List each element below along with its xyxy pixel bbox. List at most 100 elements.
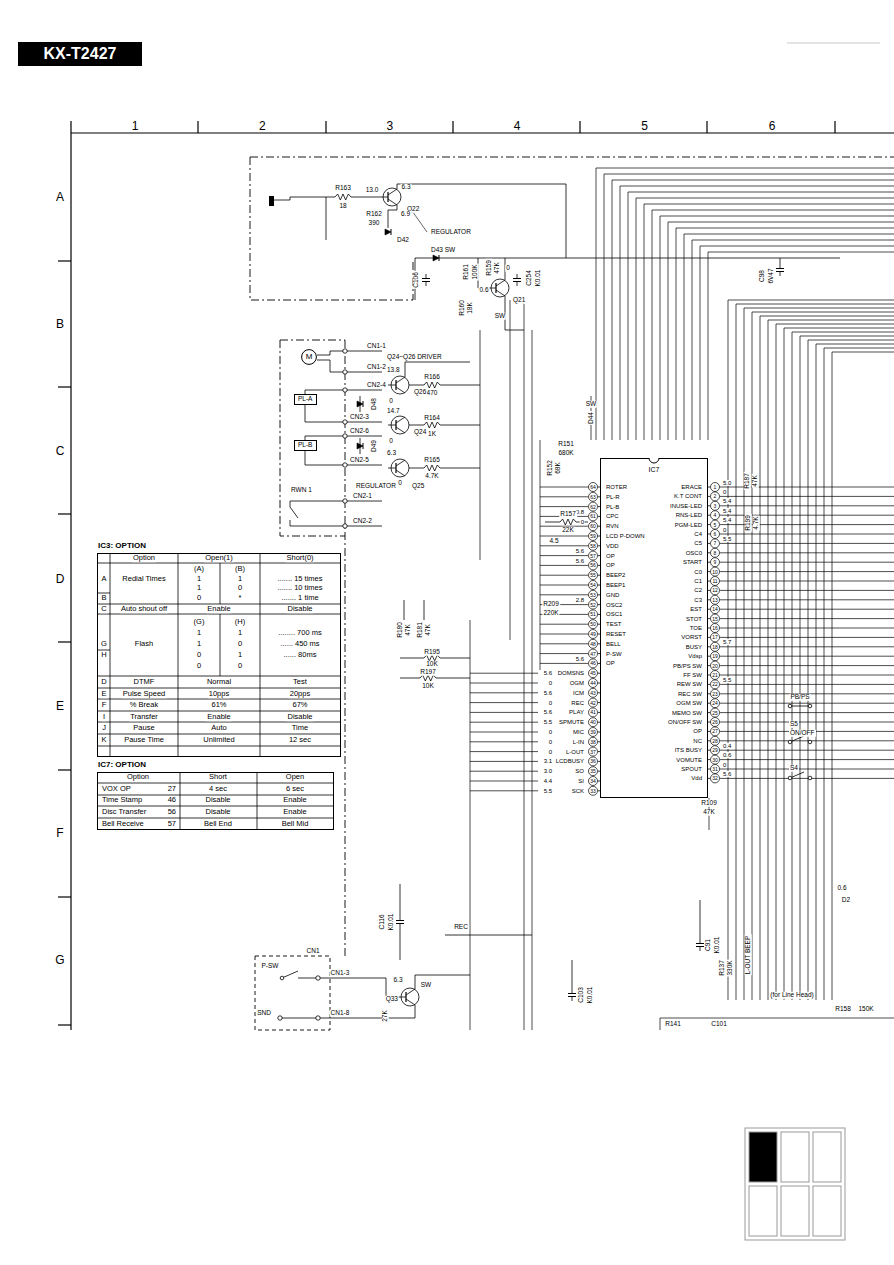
ruler-line (70, 121, 71, 1030)
voltage-value: 0 (548, 700, 553, 706)
table-cell: 0 (237, 640, 243, 648)
wire (470, 781, 538, 782)
table-rule (97, 746, 341, 747)
pin-lead (708, 515, 711, 516)
wire (470, 712, 538, 713)
table-rule (180, 772, 181, 830)
table-cell: 0 (196, 651, 202, 659)
ruler-tick (197, 121, 198, 133)
pin-circle (711, 718, 720, 727)
wire (784, 328, 894, 1000)
component-label: C103 (578, 986, 585, 1004)
pin-lead (708, 750, 711, 751)
connector-pin (343, 349, 347, 353)
wire (540, 496, 589, 497)
table-cell: ....... 10 times (276, 584, 323, 592)
table-cell: 0 (196, 594, 202, 602)
page-index-frame (745, 1128, 845, 1240)
header-rule (787, 43, 880, 44)
wire (720, 703, 894, 704)
pin-name: Vdsp (687, 653, 703, 659)
wire (440, 425, 480, 426)
table-cell: Disable (204, 808, 231, 816)
pin-number: 54 (590, 583, 596, 588)
table-rule (97, 711, 341, 712)
pin-circle (711, 680, 720, 689)
capacitor-symbol (517, 282, 518, 287)
pin-circle (589, 630, 598, 639)
switch-contact (808, 776, 812, 780)
table-cell: Auto (210, 724, 227, 732)
pin-number: 55 (590, 573, 596, 578)
pin-number: 33 (590, 788, 596, 793)
pin-lead (708, 562, 711, 563)
pin-name: VORST (680, 634, 703, 640)
capacitor-symbol (572, 989, 573, 994)
pin-name: OSC2 (605, 602, 623, 608)
pin-name: LCDBUSY (555, 758, 585, 764)
pin-name: OP (605, 553, 616, 559)
pin-name: ROTER (605, 484, 628, 490)
part-name: PL-B (298, 442, 313, 449)
component-label: CN2-6 (349, 428, 370, 435)
ruler-tick (325, 121, 326, 133)
component-label: D43 SW (430, 247, 456, 254)
switch-symbol (290, 520, 291, 526)
table-cell: Flash (134, 640, 154, 648)
pin-number: 12 (712, 588, 718, 593)
wire (760, 316, 894, 1000)
wire (540, 440, 541, 670)
pin-name: PLAY (568, 709, 585, 715)
pin-name: C4 (693, 531, 703, 537)
table-cell: 0 (237, 662, 243, 670)
wire (436, 678, 470, 679)
ruler-tick (58, 513, 71, 514)
wire (282, 1018, 316, 1019)
component-label: Q25 (411, 483, 425, 490)
switch-contact (788, 704, 792, 708)
table-cell: 1 (237, 651, 243, 659)
pin-name: SI (577, 778, 585, 784)
component-label: Q24 (413, 429, 427, 436)
wire (470, 751, 538, 752)
voltage-value: 0 (722, 762, 727, 768)
resistor-symbol (424, 382, 440, 388)
voltage-value: 5.6 (575, 656, 585, 662)
component-label: 220K (542, 610, 559, 617)
pin-number: 48 (590, 641, 596, 646)
diode-symbol (385, 229, 391, 235)
component-label: S4 (789, 765, 799, 772)
pin-circle (589, 728, 598, 737)
pin-lead (708, 599, 711, 600)
transistor-symbol (406, 989, 415, 995)
table-cell: 12 sec (288, 736, 312, 744)
table-cell: Enable (206, 605, 231, 613)
table-cell: 1 (237, 575, 243, 583)
pin-number: 39 (590, 730, 596, 735)
transistor-symbol (388, 199, 397, 205)
pin-number: 22 (712, 682, 718, 687)
component-label: R162 (365, 211, 383, 218)
unit-border (280, 340, 345, 341)
connector-pin (343, 499, 347, 503)
wire (345, 390, 382, 391)
component-label: K0.01 (388, 913, 395, 932)
component-label: C91 (705, 938, 712, 952)
table-rule (97, 614, 341, 615)
pin-lead (708, 590, 711, 591)
voltage-value: 5.6 (543, 709, 553, 715)
pin-circle (589, 767, 598, 776)
transistor-symbol (396, 387, 405, 393)
transistor-symbol (396, 460, 405, 466)
wire (405, 184, 566, 258)
pin-name: K.T CONT (673, 493, 703, 499)
component-label: R141 (664, 1021, 682, 1028)
table-cell: Bell End (203, 820, 233, 828)
capacitor-symbol (400, 916, 401, 921)
switch-contact (808, 740, 812, 744)
wire (720, 609, 894, 610)
capacitor-symbol (700, 939, 701, 944)
table-cell: Short(0) (285, 554, 314, 562)
page-index-cell (749, 1132, 777, 1182)
wire (540, 634, 589, 635)
